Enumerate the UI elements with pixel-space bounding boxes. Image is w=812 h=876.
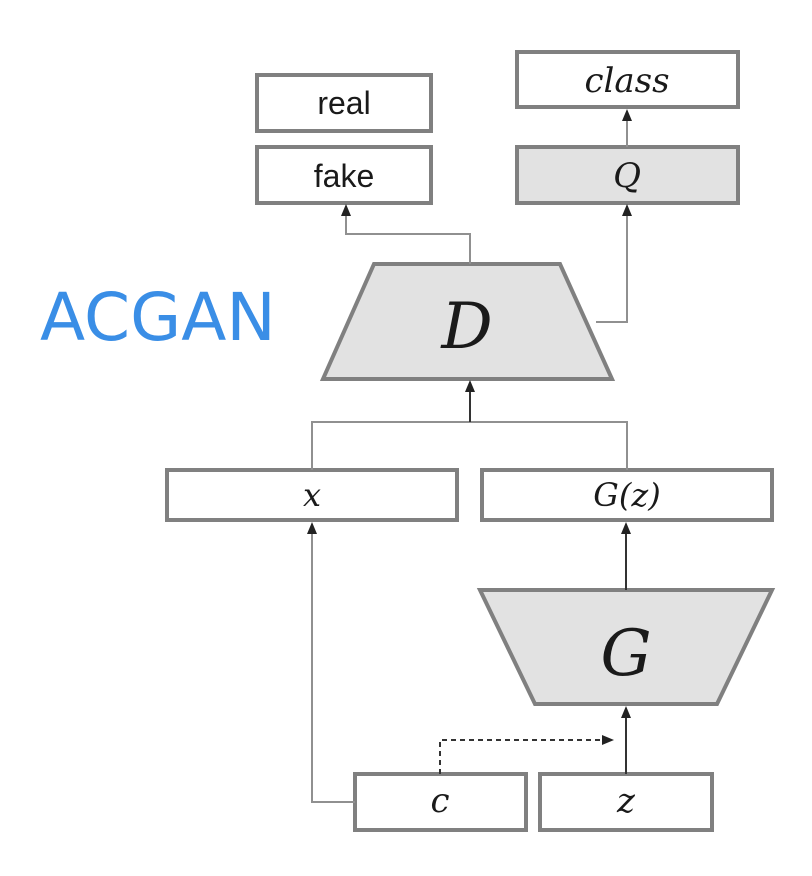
x-to-d-connector [311,421,470,470]
fake-output-box: fake [255,145,433,205]
generator-block: G [476,588,776,706]
x-arrowhead [307,522,317,534]
x-label: x [303,476,321,514]
z-label: z [616,781,636,821]
q-arrowhead [622,204,632,216]
fake-arrowhead [341,204,351,216]
c-dashed-arrowhead [602,735,614,745]
gz-arrowhead [621,522,631,534]
class-arrowhead [622,109,632,121]
c-label: c [430,781,449,821]
d-to-fake-connector [345,215,471,264]
c-input-box: c [353,772,528,832]
q-label: Q [613,156,641,196]
generator-label: G [600,617,651,691]
discriminator-block: D [319,262,616,381]
z-input-box: z [538,772,714,832]
real-label: real [317,85,370,121]
gz-to-d-connector [470,421,628,470]
class-output-box: class [515,50,740,109]
x-input-box: x [165,468,459,522]
classifier-q-box: Q [515,145,740,205]
real-output-box: real [255,73,433,133]
discriminator-label: D [440,290,492,364]
gz-input-box: G(z) [480,468,774,522]
c-to-g-dashed-connector [439,739,603,774]
d-to-q-connector [596,215,628,323]
fake-label: fake [314,158,374,194]
d-arrowhead [465,380,475,392]
c-to-x-connector [311,533,355,803]
diagram-title: ACGAN [40,279,276,356]
class-label: class [584,61,669,101]
gz-label: G(z) [593,476,660,514]
g-arrowhead [621,706,631,718]
